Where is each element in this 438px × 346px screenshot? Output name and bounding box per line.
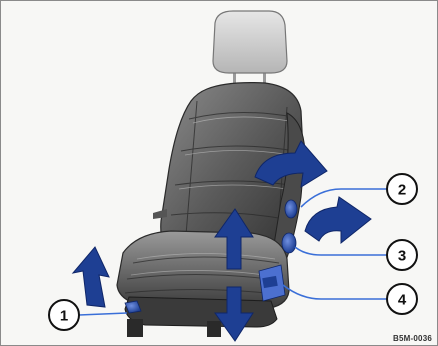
headrest [213, 11, 287, 73]
callout-3: 3 [387, 240, 417, 270]
arrow-lumbar [305, 197, 371, 243]
callout-1-label: 1 [60, 308, 68, 325]
figure-code: B5M-0036 [392, 334, 433, 343]
control-knob-recline [282, 233, 296, 253]
callout-2: 2 [387, 174, 417, 204]
control-lever-height [259, 265, 285, 301]
callout-4-label: 4 [398, 292, 407, 309]
seat-base [125, 297, 277, 327]
callout-4: 4 [387, 284, 417, 314]
control-knob-lumbar [285, 200, 297, 218]
callout-2-label: 2 [398, 182, 406, 199]
arrow-fore-aft [73, 247, 109, 307]
seat-foot-rear [207, 321, 221, 337]
callout-1: 1 [49, 300, 79, 330]
callout-3-label: 3 [398, 248, 406, 265]
seat-foot-front [127, 319, 143, 337]
